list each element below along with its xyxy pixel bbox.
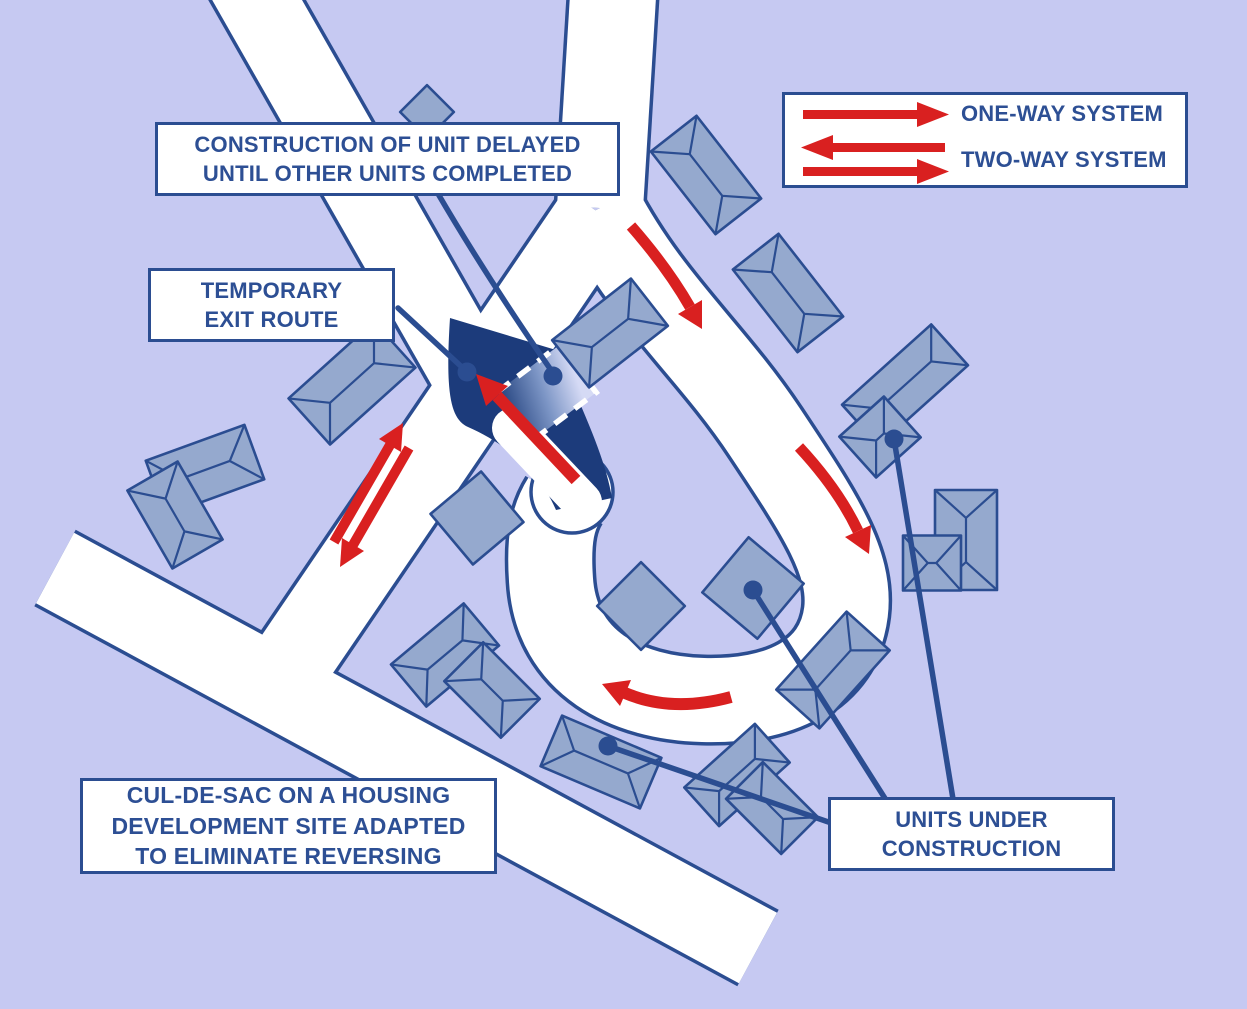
label-units-under-construction: UNITS UNDER CONSTRUCTION (828, 797, 1115, 871)
legend-label: ONE-WAY SYSTEM (961, 101, 1164, 127)
legend-label: TWO-WAY SYSTEM (961, 147, 1167, 173)
legend-row-two-way: TWO-WAY SYSTEM (785, 135, 1185, 185)
one-way-arrow-icon (794, 443, 871, 554)
label-line: CONSTRUCTION OF UNIT DELAYED (194, 131, 581, 157)
house (724, 760, 820, 856)
leader-dot (457, 362, 477, 382)
one-way-arrow-icon (602, 680, 733, 711)
caption-line: TO ELIMINATE REVERSING (135, 843, 442, 870)
label-line: EXIT ROUTE (204, 307, 339, 332)
house (731, 232, 845, 354)
house (775, 610, 891, 730)
caption-line: CUL-DE-SAC ON A HOUSING (126, 782, 451, 809)
label-line: UNITS UNDER (895, 806, 1048, 832)
house (539, 714, 663, 810)
traffic-arrows (329, 222, 871, 711)
turning-head-stem (492, 408, 602, 522)
callout-leaders (395, 189, 956, 829)
label-construction-delayed: CONSTRUCTION OF UNIT DELAYED UNTIL OTHER… (155, 122, 620, 196)
housing-units (126, 83, 999, 856)
label-temporary-exit: TEMPORARY EXIT ROUTE (148, 268, 395, 342)
label-line: CONSTRUCTION (881, 836, 1062, 861)
house (429, 470, 525, 566)
one-way-arrow-icon (803, 102, 949, 127)
legend-row-one-way: ONE-WAY SYSTEM (785, 95, 1185, 133)
two-way-arrow-icon (329, 423, 414, 567)
caption: CUL-DE-SAC ON A HOUSING DEVELOPMENT SITE… (80, 778, 497, 874)
leader-line-delayed-unit (434, 189, 556, 376)
legend-box: ONE-WAY SYSTEM TWO-WAY SYSTEM (782, 92, 1188, 188)
house (649, 114, 763, 236)
road-two-way (256, 189, 632, 688)
leader-dot (743, 580, 763, 600)
leader-line-units-2 (750, 587, 889, 803)
one-way-arrow-icon (626, 222, 702, 329)
leader-dot (884, 429, 904, 449)
house (838, 395, 922, 479)
leader-line-units-1 (605, 743, 843, 829)
two-way-arrow-icon (801, 135, 949, 184)
leader-dot (543, 366, 563, 386)
label-line: UNTIL OTHER UNITS COMPLETED (202, 161, 573, 186)
house (287, 320, 417, 446)
house (442, 640, 542, 740)
house (126, 460, 224, 570)
leader-line-units-3 (891, 436, 956, 802)
house (595, 560, 687, 652)
caption-line: DEVELOPMENT SITE ADAPTED (111, 812, 466, 839)
exit-route-arrow-icon (476, 374, 581, 485)
label-line: TEMPORARY (200, 277, 343, 303)
leader-line-temporary-exit (395, 305, 468, 373)
house (550, 277, 670, 389)
leader-dot (598, 736, 618, 756)
road-west (35, 532, 778, 984)
